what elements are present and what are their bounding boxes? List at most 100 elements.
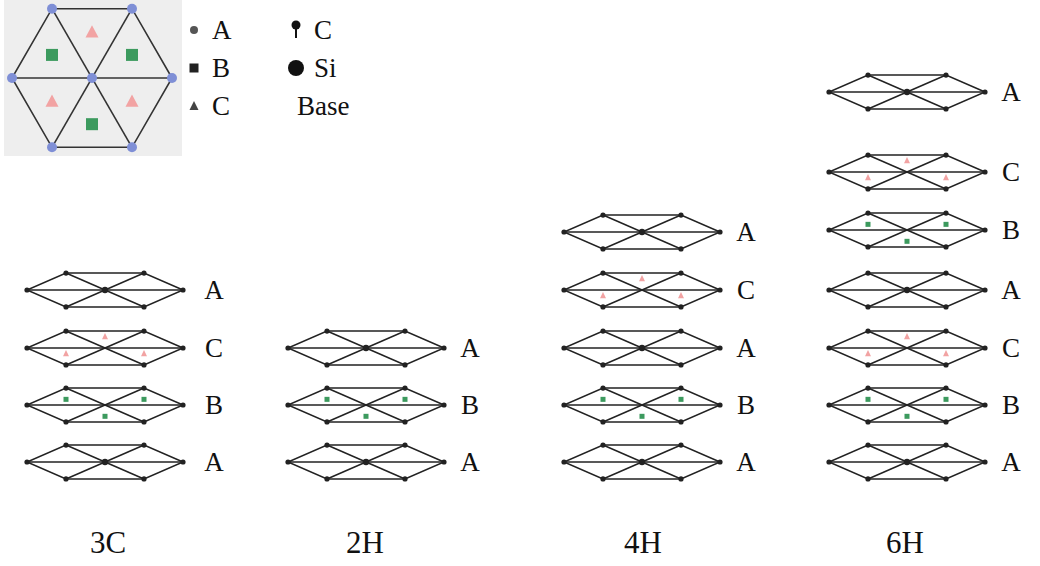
site-a-dot (47, 142, 57, 152)
lattice-point (402, 328, 407, 333)
layer-letter: A (736, 449, 756, 476)
polytype-name: 6H (886, 527, 924, 558)
hexagon-diagonal (603, 331, 681, 365)
hexagon-diagonal (66, 388, 144, 422)
lattice-point (141, 362, 146, 367)
hexagon-outline (829, 445, 985, 479)
lattice-point (865, 186, 870, 191)
hexagon-diagonal (868, 273, 946, 307)
lattice-point (402, 419, 407, 424)
lattice-point (600, 362, 605, 367)
lattice-point (561, 287, 566, 292)
site-b-square (46, 49, 58, 61)
atomic-layer (826, 152, 987, 191)
site-c-triangle (600, 292, 606, 298)
lattice-point (865, 106, 870, 111)
hexagon-outline (564, 215, 720, 249)
site-c-triangle (904, 333, 910, 339)
lattice-point (943, 186, 948, 191)
atomic-layer (561, 442, 722, 481)
atomic-layer (561, 328, 722, 367)
lattice-point (943, 419, 948, 424)
site-c-triangle (63, 350, 69, 356)
site-c-triangle (46, 94, 59, 106)
hexagon-outline (564, 331, 720, 365)
site-c-triangle (126, 94, 139, 106)
site-a-dot (102, 287, 108, 293)
lattice-point (943, 385, 948, 390)
site-b-square (905, 414, 910, 419)
layer-letter: A (1001, 449, 1021, 476)
layer-letter: B (1002, 217, 1020, 244)
layer-letter: B (461, 392, 479, 419)
legend-symbols (190, 21, 305, 110)
lattice-point (324, 419, 329, 424)
site-b-square (944, 397, 949, 402)
hexagon-diagonal (66, 445, 144, 479)
hexagon-outline (27, 388, 183, 422)
lattice-point (826, 402, 831, 407)
lattice-point (826, 287, 831, 292)
layer-letter: C (1002, 335, 1020, 362)
hexagon-diagonal (327, 445, 405, 479)
lattice-point (865, 270, 870, 275)
lattice-point (600, 419, 605, 424)
site-b-square (866, 397, 871, 402)
hexagon-outline (564, 273, 720, 307)
lattice-point (865, 72, 870, 77)
lattice-point (826, 227, 831, 232)
legend-caption: Base (297, 93, 349, 120)
hexagon-diagonal (868, 445, 946, 479)
lattice-point (600, 328, 605, 333)
lattice-point (324, 476, 329, 481)
hexagon-outline (27, 331, 183, 365)
hexagon-diagonal (327, 331, 405, 365)
atomic-layer (561, 270, 722, 309)
layer-letter: A (736, 335, 756, 362)
lattice-point (141, 442, 146, 447)
lattice-point (678, 328, 683, 333)
hexagon-diagonal (868, 331, 946, 365)
legend-triangle (190, 101, 199, 110)
layer-letter: A (460, 449, 480, 476)
layer-letter: C (1002, 159, 1020, 186)
lattice-point (678, 246, 683, 251)
hexagon-outline (288, 445, 444, 479)
lattice-point (24, 287, 29, 292)
lattice-point (561, 402, 566, 407)
layer-letter: A (1001, 277, 1021, 304)
legend-label: C (314, 17, 332, 44)
site-b-square (866, 222, 871, 227)
hexagon-diagonal (868, 75, 946, 109)
layer-letter: A (204, 277, 224, 304)
carbon-atom (292, 21, 301, 30)
lattice-point (717, 459, 722, 464)
site-b-square (944, 222, 949, 227)
hexagon-diagonal (868, 75, 946, 109)
site-a-dot (639, 459, 645, 465)
site-a-dot (904, 89, 910, 95)
site-c-triangle (943, 350, 949, 356)
lattice-point (285, 345, 290, 350)
lattice-point (826, 89, 831, 94)
hexagon-outline (27, 273, 183, 307)
lattice-point (678, 442, 683, 447)
lattice-point (943, 476, 948, 481)
site-c-triangle (141, 350, 147, 356)
lattice-point (561, 229, 566, 234)
lattice-point (180, 345, 185, 350)
site-b-square (905, 239, 910, 244)
lattice-point (678, 304, 683, 309)
legend-dot (190, 26, 198, 34)
hexagon-outline (564, 445, 720, 479)
layer-letter: A (460, 335, 480, 362)
lattice-point (324, 362, 329, 367)
layer-letter: A (204, 449, 224, 476)
lattice-point (865, 304, 870, 309)
lattice-point (285, 402, 290, 407)
lattice-point (943, 270, 948, 275)
site-c-triangle (865, 350, 871, 356)
site-b-square (142, 397, 147, 402)
lattice-point (141, 304, 146, 309)
lattice-point (678, 362, 683, 367)
